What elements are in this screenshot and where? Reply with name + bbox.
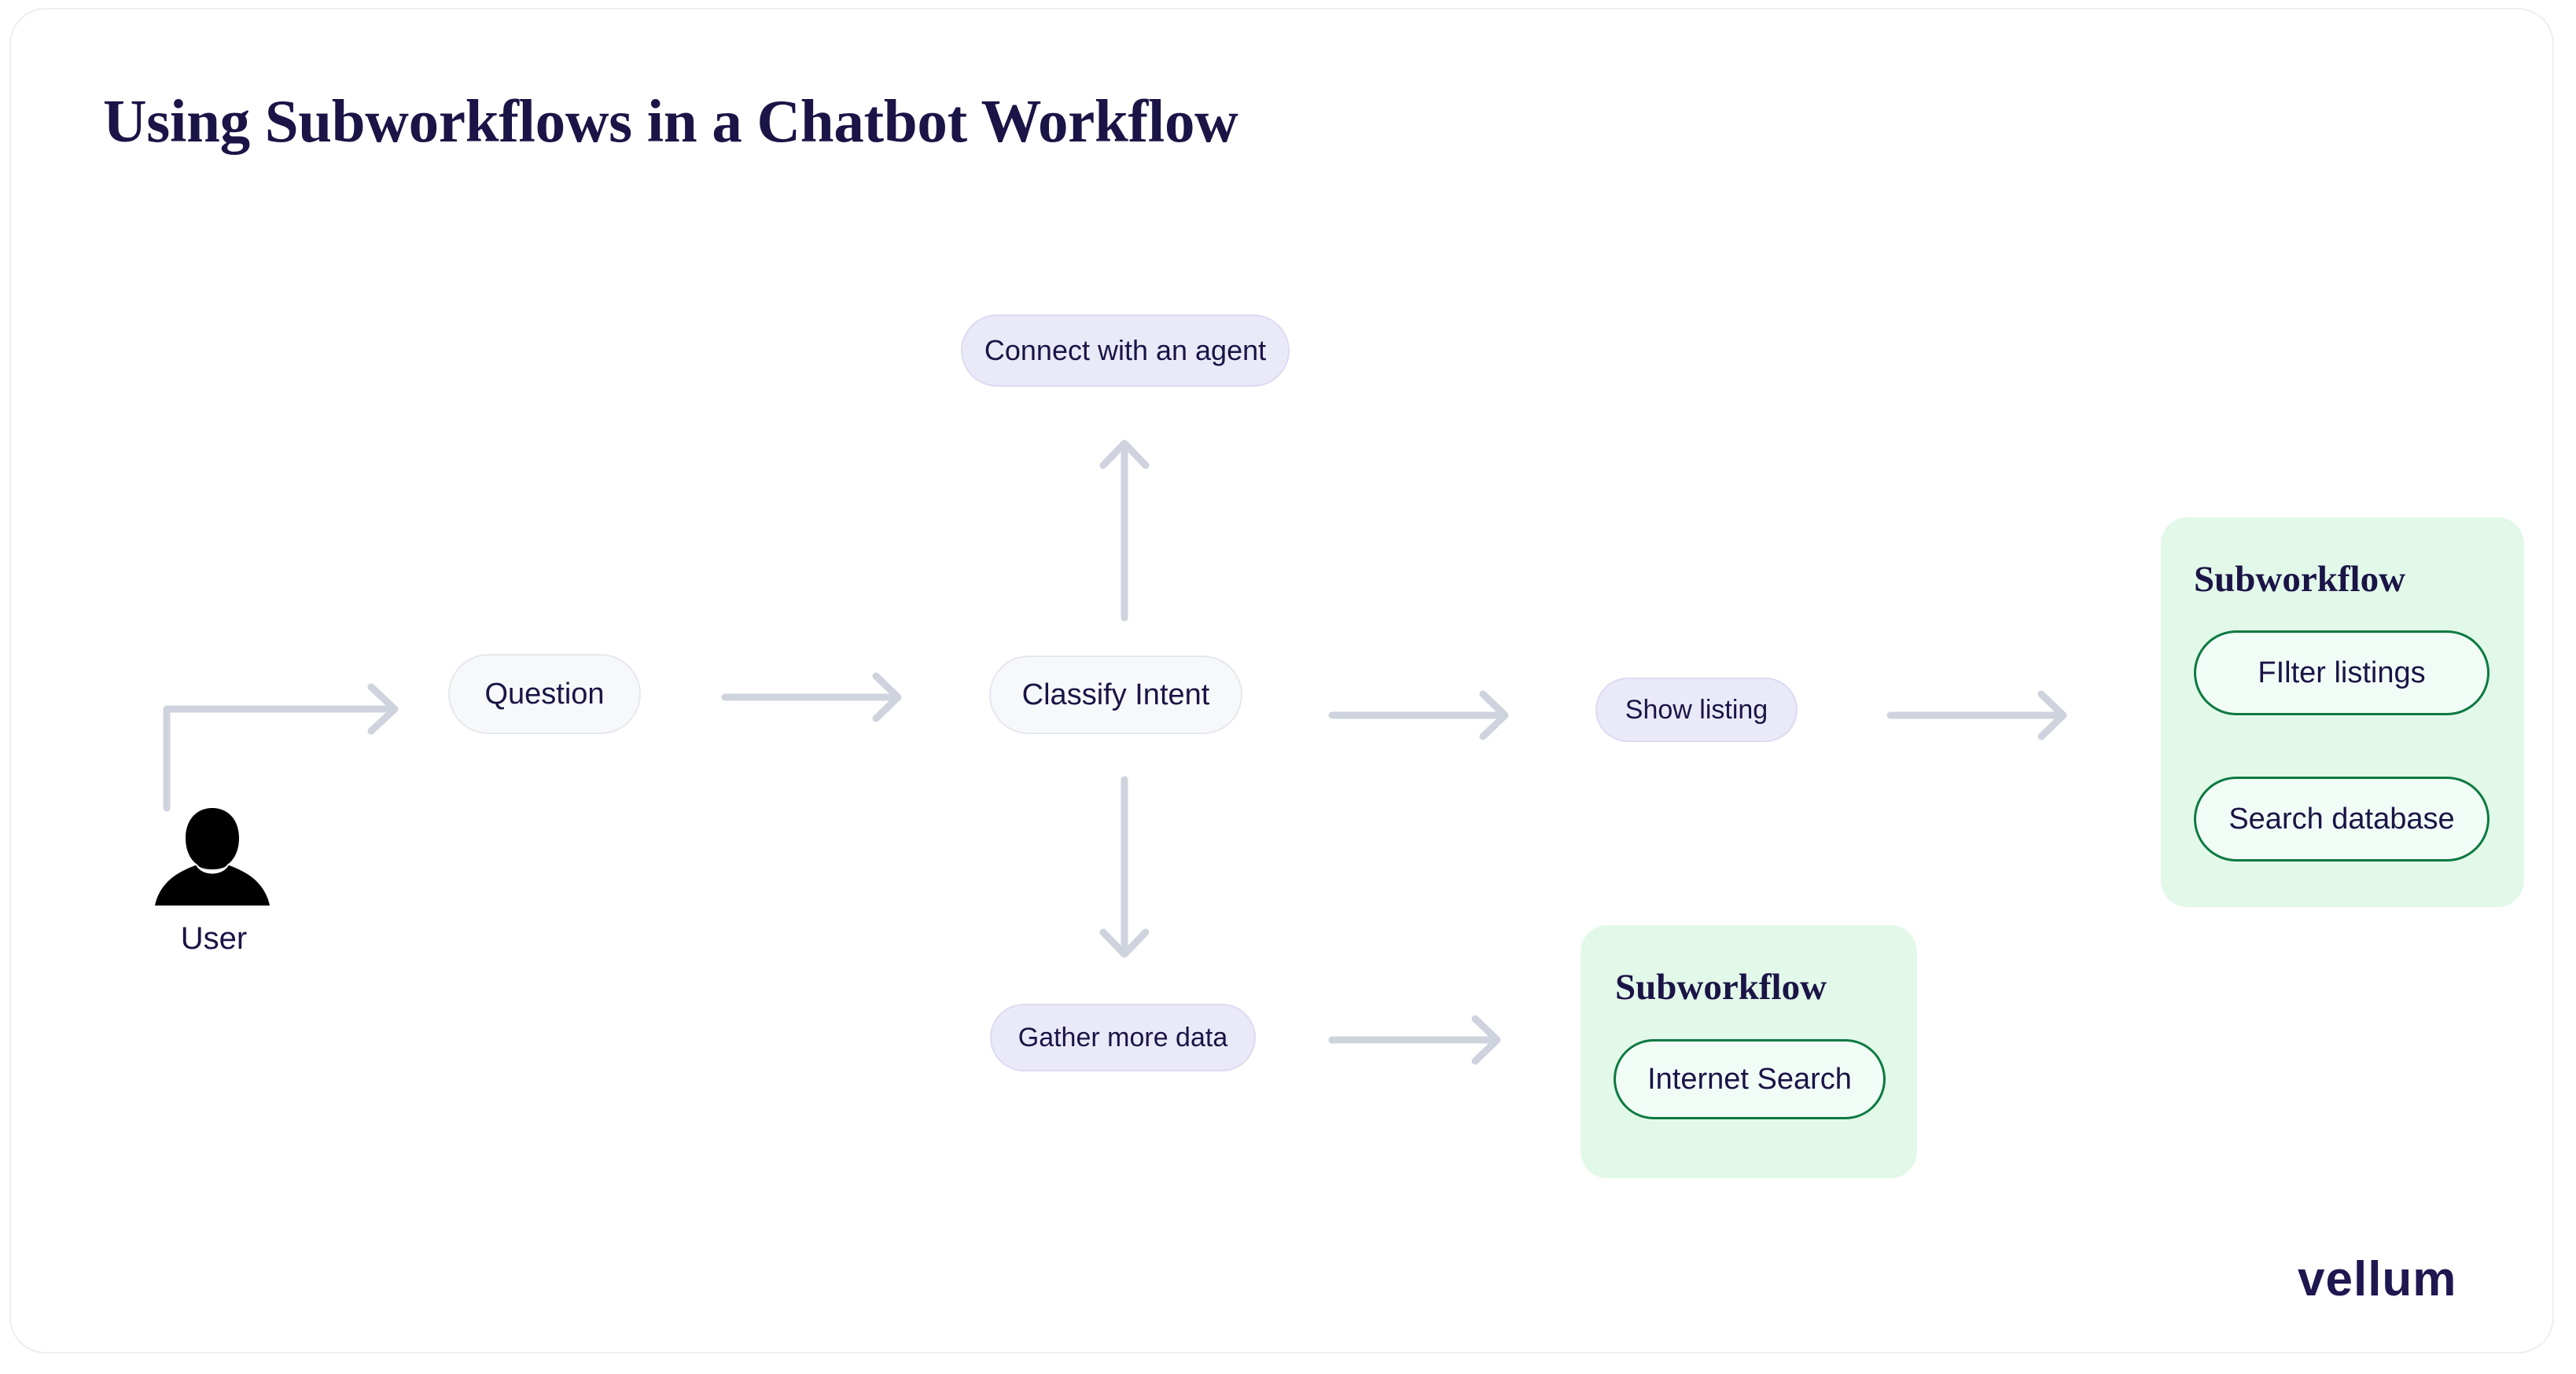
node-label: Connect with an agent	[984, 334, 1267, 366]
node-classify-intent[interactable]: Classify Intent	[989, 656, 1242, 734]
node-question[interactable]: Question	[448, 654, 641, 734]
connector-classify-to-gather	[1099, 776, 1150, 959]
page-title: Using Subworkflows in a Chatbot Workflow	[103, 87, 1238, 155]
connector-show-listing-to-subworkflow	[1886, 690, 2076, 740]
node-show-listing[interactable]: Show listing	[1595, 678, 1798, 742]
node-label: Question	[484, 677, 605, 711]
connector-user-to-question	[157, 683, 425, 812]
node-label: Show listing	[1625, 694, 1768, 725]
user-silhouette-icon	[149, 802, 275, 912]
connector-question-to-classify	[721, 672, 911, 722]
node-connect-with-an-agent[interactable]: Connect with an agent	[961, 314, 1290, 387]
node-label: Internet Search	[1647, 1062, 1852, 1096]
user-actor: User	[132, 802, 296, 975]
node-label: Classify Intent	[1021, 678, 1210, 711]
node-search-database[interactable]: Search database	[2194, 777, 2490, 862]
node-internet-search[interactable]: Internet Search	[1614, 1039, 1886, 1119]
subworkflow-title: Subworkflow	[1615, 967, 1827, 1008]
connector-gather-to-subworkflow	[1328, 1015, 1510, 1065]
vellum-logo: vellum	[2298, 1252, 2457, 1306]
node-label: Gather more data	[1018, 1022, 1228, 1053]
connector-classify-to-show	[1328, 690, 1518, 740]
node-label: Search database	[2228, 802, 2455, 836]
subworkflow-title: Subworkflow	[2194, 559, 2406, 600]
user-label: User	[180, 921, 248, 956]
node-gather-more-data[interactable]: Gather more data	[990, 1004, 1256, 1071]
node-filter-listings[interactable]: FIlter listings	[2194, 630, 2490, 715]
connector-classify-to-agent	[1099, 439, 1150, 622]
card-frame	[9, 8, 2554, 1354]
node-label: FIlter listings	[2258, 656, 2426, 689]
